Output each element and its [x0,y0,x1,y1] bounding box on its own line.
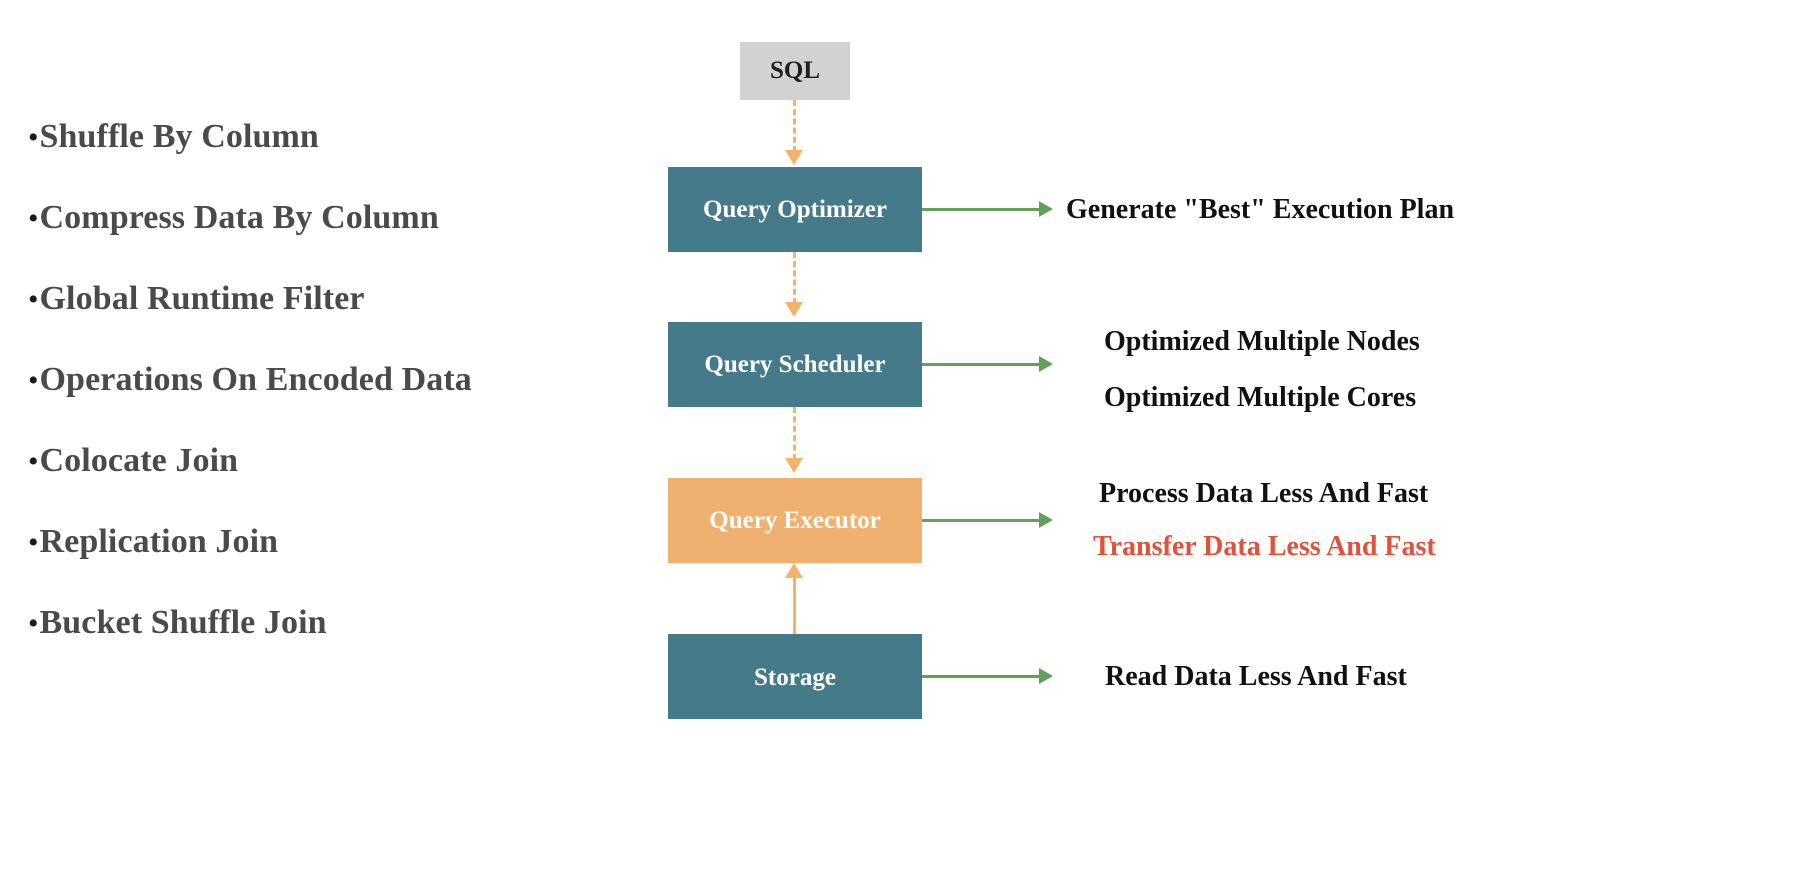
arrow-right-icon-executor [922,512,1053,528]
arrow-down-icon [785,302,803,317]
bullet-point-icon: • [28,202,39,235]
connector-scheduler-to-executor [793,407,796,460]
flow-node-label: Query Optimizer [703,195,887,223]
bullet-point-icon: • [28,364,39,397]
outcome-label-scheduler-cores: Optimized Multiple Cores [1104,382,1417,413]
list-item: • Shuffle By Column [28,118,648,199]
optimization-techniques-list: • Shuffle By Column • Compress Data By C… [28,118,648,685]
list-item: • Operations On Encoded Data [28,361,648,442]
list-item-label: Global Runtime Filter [39,280,365,317]
bullet-point-icon: • [28,445,39,478]
list-item: • Replication Join [28,523,648,604]
outcome-label-executor-process: Process Data Less And Fast [1099,478,1429,509]
list-item-label: Operations On Encoded Data [39,361,472,398]
connector-sql-to-optimizer [793,100,796,152]
arrow-down-icon [785,150,803,165]
flow-node-storage: Storage [668,634,922,719]
flow-node-label: SQL [769,57,821,84]
bullet-point-icon: • [28,607,39,640]
flow-node-label: Query Scheduler [704,350,886,378]
outcome-label-scheduler-nodes: Optimized Multiple Nodes [1104,326,1420,357]
list-item: • Colocate Join [28,442,648,523]
list-item: • Compress Data By Column [28,199,648,280]
flow-node-query-optimizer: Query Optimizer [668,167,922,252]
arrow-down-icon [785,458,803,473]
list-item-label: Shuffle By Column [39,118,319,155]
list-item-label: Bucket Shuffle Join [39,604,327,641]
arrow-right-icon-optimizer [922,201,1053,217]
flow-node-query-scheduler: Query Scheduler [668,322,922,407]
list-item: • Bucket Shuffle Join [28,604,648,685]
arrow-up-icon [785,563,803,578]
arrow-right-icon-storage [922,668,1053,684]
connector-storage-to-executor [793,578,796,634]
list-item-label: Compress Data By Column [39,199,439,236]
flow-node-sql: SQL [740,42,850,100]
list-item-label: Colocate Join [39,442,239,479]
flow-node-query-executor: Query Executor [668,478,922,563]
outcome-label-optimizer: Generate "Best" Execution Plan [1066,194,1455,225]
bullet-point-icon: • [28,283,39,316]
bullet-point-icon: • [28,121,39,154]
outcome-label-executor-transfer: Transfer Data Less And Fast [1093,531,1436,562]
arrow-right-icon-scheduler [922,356,1053,372]
flow-node-label: Storage [754,664,836,691]
list-item: • Global Runtime Filter [28,280,648,361]
list-item-label: Replication Join [39,523,279,560]
outcome-label-storage-read: Read Data Less And Fast [1105,661,1407,692]
flow-node-label: Query Executor [709,506,881,534]
connector-optimizer-to-scheduler [793,252,796,304]
bullet-point-icon: • [28,526,39,559]
